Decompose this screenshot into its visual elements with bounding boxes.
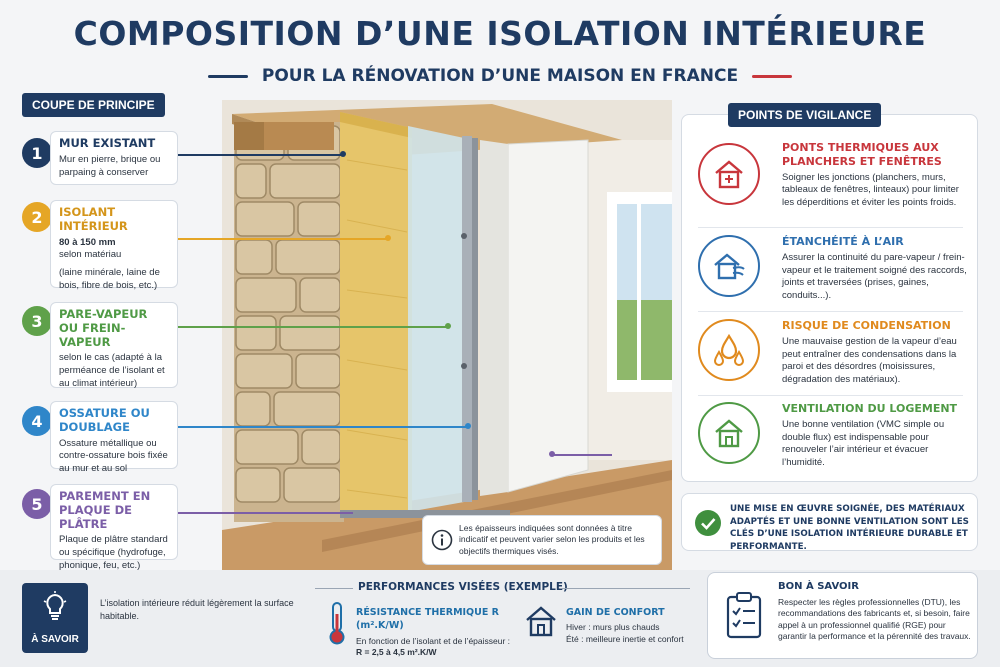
- badge-3: 3: [22, 306, 52, 336]
- subtitle-line-right: [752, 74, 793, 78]
- confort-winter: Hiver : murs plus chauds: [566, 622, 660, 633]
- vigilance-text: ÉTANCHÉITÉ À L’AIR Assurer la continuité…: [782, 235, 972, 303]
- vigilance-body: Assurer la continuité du pare-vapeur / f…: [782, 251, 967, 302]
- vigilance-body: Une bonne ventilation (VMC simple ou dou…: [782, 418, 945, 469]
- vigilance-body: Soigner les jonctions (planchers, murs, …: [782, 171, 959, 209]
- water-drops-icon: [698, 319, 760, 381]
- vigilance-panel: PONTS THERMIQUES AUX PLANCHERS ET FENÊTR…: [681, 114, 978, 482]
- card-body: Mur en pierre, brique ou parpaing à cons…: [59, 153, 161, 178]
- house-thermal-bridge-icon: [698, 143, 760, 205]
- subtitle-line-left: [207, 74, 248, 78]
- vigilance-title: ÉTANCHÉITÉ À L’AIR: [782, 235, 904, 248]
- leader-line-5b: [552, 454, 612, 456]
- leader-dot-2: [385, 235, 391, 241]
- badge-2: 2: [22, 202, 52, 232]
- leader-dot-4: [465, 423, 471, 429]
- leader-line-3: [178, 326, 448, 328]
- resistance-title: RÉSISTANCE THERMIQUE R (m².K/W): [356, 607, 499, 632]
- check-circle-icon: [695, 510, 721, 536]
- insulation-layer: [340, 112, 412, 518]
- coupe-label: COUPE DE PRINCIPE: [22, 93, 165, 117]
- a-savoir-label: À SAVOIR: [31, 634, 79, 645]
- clipboard-checklist-icon: [726, 592, 762, 639]
- indicative-note: Les épaisseurs indiquées sont données à …: [422, 515, 662, 565]
- card-body: Plaque de plâtre standard ou spécifique …: [59, 534, 168, 572]
- divider: [698, 311, 963, 312]
- card-title: ISOLANT INTÉRIEUR: [59, 205, 128, 233]
- card-body: selon le cas (adapté à la perméance de l…: [59, 352, 165, 390]
- leader-line-5: [178, 512, 353, 514]
- leader-line-4: [178, 426, 468, 428]
- vigilance-title: PONTS THERMIQUES AUX PLANCHERS ET FENÊTR…: [782, 141, 942, 168]
- card-body: Ossature métallique ou contre-ossature b…: [59, 437, 168, 475]
- divider: [698, 395, 963, 396]
- card-ossature: OSSATURE OU DOUBLAGE Ossature métallique…: [50, 401, 178, 474]
- metal-frame-layer: [340, 136, 510, 518]
- thermometer-icon: [329, 602, 345, 645]
- card-parement: PAREMENT EN PLAQUE DE PLÂTRE Plaque de p…: [50, 484, 178, 571]
- vigilance-label: POINTS DE VIGILANCE: [728, 103, 882, 127]
- card-title: MUR EXISTANT: [59, 136, 156, 150]
- confort-summer: Été : meilleure inertie et confort: [566, 634, 684, 645]
- house-ventilation-icon: [698, 402, 760, 464]
- card-isolant-interieur: ISOLANT INTÉRIEUR 80 à 150 mm selon maté…: [50, 200, 178, 291]
- window-icon: [607, 192, 672, 392]
- vigilance-title: VENTILATION DU LOGEMENT: [782, 402, 958, 415]
- subtitle-row: POUR LA RÉNOVATION D’UNE MAISON EN FRANC…: [0, 66, 1000, 86]
- resistance-block: RÉSISTANCE THERMIQUE R (m².K/W) En fonct…: [356, 606, 516, 659]
- badge-1: 1: [22, 138, 52, 168]
- leader-dot-5: [549, 451, 555, 457]
- perf-line-left: [315, 588, 353, 589]
- plasterboard-layer: [507, 139, 589, 493]
- summary-text: UNE MISE EN ŒUVRE SOIGNÉE, DES MATÉRIAUX…: [730, 504, 969, 552]
- card-title: PAREMENT EN PLAQUE DE PLÂTRE: [59, 489, 151, 531]
- vigilance-body: Une mauvaise gestion de la vapeur d’eau …: [782, 335, 957, 386]
- card-extra: (laine minérale, laine de bois, fibre de…: [59, 267, 160, 292]
- badge-5: 5: [22, 489, 52, 519]
- info-icon: [431, 529, 453, 551]
- a-savoir-text: L’isolation intérieure réduit légèrement…: [100, 598, 294, 621]
- performances-title: PERFORMANCES VISÉES (EXEMPLE): [358, 581, 568, 593]
- resistance-value: R = 2,5 à 4,5 m².K/W: [356, 647, 437, 658]
- bon-a-savoir-box: BON À SAVOIR Respecter les règles profes…: [707, 572, 978, 659]
- vapour-barrier-layer: [408, 126, 464, 512]
- leader-dot-3: [445, 323, 451, 329]
- card-value: 80 à 150 mm: [59, 236, 116, 248]
- confort-title: GAIN DE CONFORT: [566, 607, 665, 618]
- lightbulb-icon: [43, 591, 67, 620]
- vigilance-text: RISQUE DE CONDENSATION Une mauvaise gest…: [782, 319, 972, 387]
- house-icon: [526, 606, 556, 637]
- bon-a-savoir-text: Respecter les règles professionnelles (D…: [778, 597, 971, 642]
- summary-box: UNE MISE EN ŒUVRE SOIGNÉE, DES MATÉRIAUX…: [681, 493, 978, 552]
- card-pare-vapeur: PARE-VAPEUR OU FREIN-VAPEUR selon le cas…: [50, 302, 178, 390]
- wall-section-illustration: [222, 100, 672, 570]
- stone-wall-layer: [234, 122, 344, 522]
- card-title: PARE-VAPEUR OU FREIN-VAPEUR: [59, 307, 148, 349]
- perf-line-right: [560, 588, 690, 589]
- vigilance-title: RISQUE DE CONDENSATION: [782, 319, 951, 332]
- leader-line-1: [178, 154, 343, 156]
- confort-block: GAIN DE CONFORT Hiver : murs plus chauds…: [566, 606, 696, 646]
- leader-line-2: [178, 238, 388, 240]
- vigilance-text: VENTILATION DU LOGEMENT Une bonne ventil…: [782, 402, 972, 470]
- house-airtight-icon: [698, 235, 760, 297]
- card-title: OSSATURE OU DOUBLAGE: [59, 406, 150, 434]
- resistance-body: En fonction de l’isolant et de l’épaisse…: [356, 635, 511, 646]
- badge-4: 4: [22, 406, 52, 436]
- a-savoir-box: À SAVOIR: [22, 583, 88, 653]
- bon-a-savoir-title: BON À SAVOIR: [778, 581, 859, 592]
- page-title: COMPOSITION D’UNE ISOLATION INTÉRIEURE: [73, 14, 927, 53]
- card-mur-existant: MUR EXISTANT Mur en pierre, brique ou pa…: [50, 131, 178, 185]
- page-subtitle: POUR LA RÉNOVATION D’UNE MAISON EN FRANC…: [261, 66, 739, 86]
- divider: [698, 227, 963, 228]
- card-body: selon matériau: [59, 249, 122, 261]
- note-text: Les épaisseurs indiquées sont données à …: [459, 523, 645, 556]
- leader-dot-1: [340, 151, 346, 157]
- vigilance-text: PONTS THERMIQUES AUX PLANCHERS ET FENÊTR…: [782, 141, 972, 210]
